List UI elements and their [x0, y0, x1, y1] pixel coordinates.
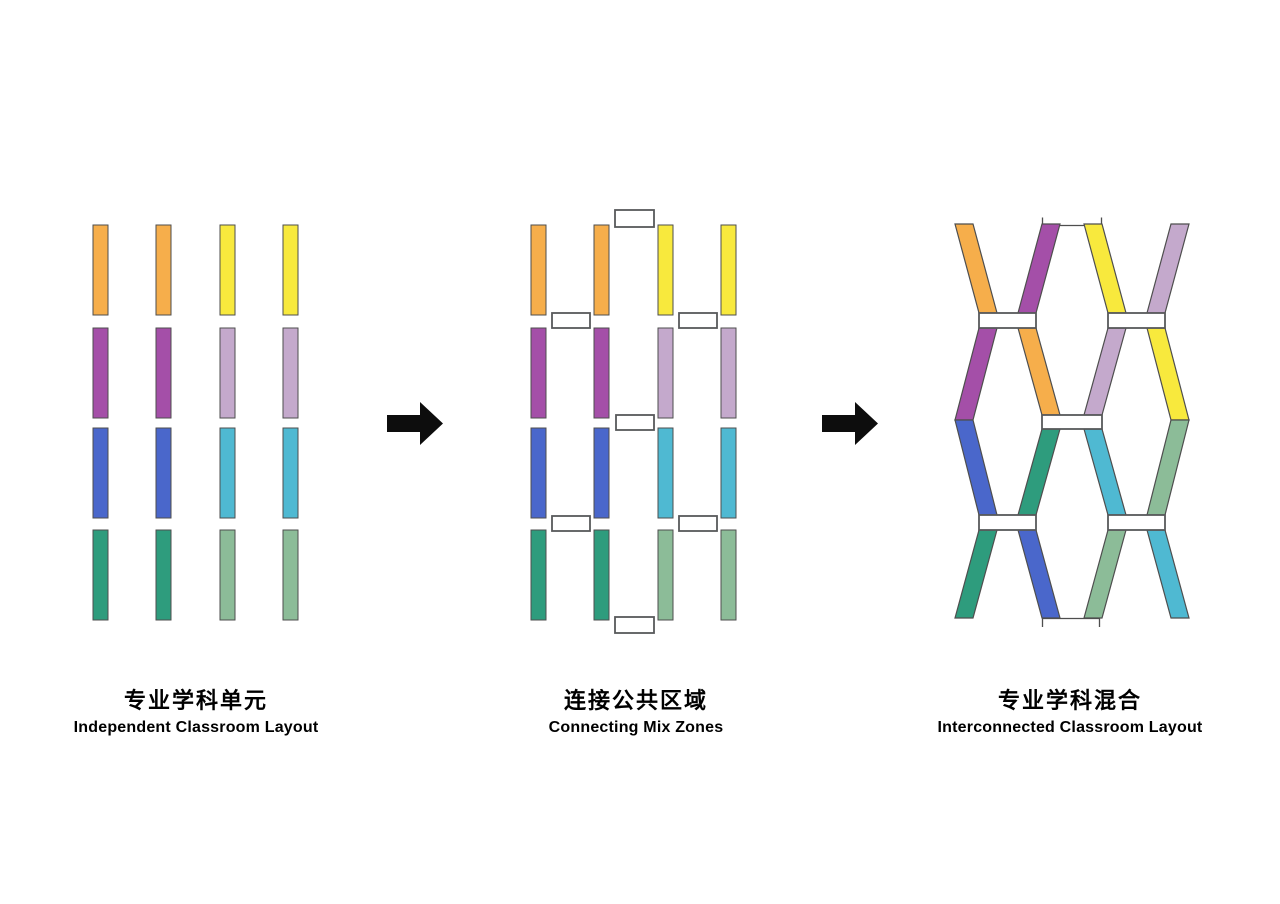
panel-connecting-mix-zones — [530, 209, 737, 634]
classroom-bar-yellow — [720, 224, 737, 316]
classroom-bar-orange — [530, 224, 547, 316]
mix-zone-box-row3-left — [551, 515, 591, 532]
classroom-bar-yellow — [282, 224, 299, 316]
panel2-caption: 连接公共区域 Connecting Mix Zones — [476, 688, 796, 737]
classroom-bar-purple — [155, 327, 172, 419]
hex-junction-box-junction1-left — [978, 312, 1037, 329]
classroom-bar-orange — [155, 224, 172, 316]
slanted-classroom-bar-blue-right — [1017, 529, 1061, 619]
slanted-classroom-bar-purple-left — [1017, 223, 1061, 314]
mix-zone-box-mid-center — [615, 414, 655, 431]
classroom-bar-sage — [219, 529, 236, 621]
classroom-bar-cyan — [720, 427, 737, 519]
classroom-bar-lilac — [720, 327, 737, 419]
classroom-bar-lilac — [219, 327, 236, 419]
classroom-bar-yellow — [657, 224, 674, 316]
classroom-bar-sage — [282, 529, 299, 621]
classroom-bar-purple — [92, 327, 109, 419]
panel-interconnected-classrooms — [954, 217, 1190, 627]
panel1-caption: 专业学科单元 Independent Classroom Layout — [36, 688, 356, 737]
slanted-classroom-bar-sage-left — [1146, 419, 1190, 516]
panel2-title-zh: 连接公共区域 — [563, 688, 708, 713]
slanted-classroom-bar-green-left — [1017, 428, 1061, 516]
slanted-classroom-bar-lilac-left — [1083, 327, 1127, 416]
classroom-bar-green — [92, 529, 109, 621]
slanted-classroom-bar-blue-right — [954, 419, 998, 516]
classroom-bar-blue — [92, 427, 109, 519]
panel1-title-en: Independent Classroom Layout — [73, 719, 319, 736]
classroom-bar-orange — [92, 224, 109, 316]
hex-junction-box-junction3-right — [1107, 514, 1166, 531]
slanted-classroom-bar-green-left — [954, 529, 998, 619]
classroom-bar-sage — [720, 529, 737, 621]
classroom-bar-sage — [657, 529, 674, 621]
panel3-title-en: Interconnected Classroom Layout — [937, 719, 1203, 736]
classroom-bar-green — [593, 529, 610, 621]
bottom-tie-line — [1041, 617, 1101, 627]
slanted-classroom-bar-cyan-right — [1083, 428, 1127, 516]
mix-zone-box-row1-right — [678, 312, 718, 329]
mix-zone-box-top-center — [614, 209, 655, 228]
slanted-classroom-bar-purple-left — [954, 327, 998, 421]
classroom-bar-blue — [593, 427, 610, 519]
classroom-bar-cyan — [657, 427, 674, 519]
slanted-classroom-bar-cyan-right — [1146, 529, 1190, 619]
classroom-bar-yellow — [219, 224, 236, 316]
hex-junction-box-junction1-right — [1107, 312, 1166, 329]
slanted-classroom-bar-yellow-right — [1083, 223, 1127, 314]
panel1-title-zh: 专业学科单元 — [123, 688, 268, 713]
right-arrow-icon — [822, 402, 878, 445]
mix-zone-box-bottom-center — [614, 616, 655, 634]
panel3-caption: 专业学科混合 Interconnected Classroom Layout — [900, 688, 1240, 737]
classroom-bar-orange — [593, 224, 610, 316]
classroom-bar-lilac — [657, 327, 674, 419]
mix-zone-box-row1-left — [551, 312, 591, 329]
classroom-bar-purple — [530, 327, 547, 419]
slanted-classroom-bar-lilac-left — [1146, 223, 1190, 314]
classroom-bar-cyan — [219, 427, 236, 519]
slanted-classroom-bar-sage-left — [1083, 529, 1127, 619]
hex-junction-box-junction2-center — [1041, 414, 1103, 430]
classroom-bar-cyan — [282, 427, 299, 519]
classroom-bar-lilac — [282, 327, 299, 419]
mix-zone-box-row3-right — [678, 515, 718, 532]
slanted-classroom-bar-yellow-right — [1146, 327, 1190, 421]
classroom-bar-blue — [530, 427, 547, 519]
panel-independent-classrooms — [92, 224, 299, 621]
slanted-classroom-bar-orange-right — [954, 223, 998, 314]
panel3-title-zh: 专业学科混合 — [997, 688, 1142, 713]
classroom-bar-green — [155, 529, 172, 621]
classroom-bar-blue — [155, 427, 172, 519]
slanted-classroom-bar-orange-right — [1017, 327, 1061, 416]
right-arrow-icon — [387, 402, 443, 445]
classroom-bar-green — [530, 529, 547, 621]
classroom-bar-purple — [593, 327, 610, 419]
panel2-title-en: Connecting Mix Zones — [548, 719, 724, 736]
hex-junction-box-junction3-left — [978, 514, 1037, 531]
